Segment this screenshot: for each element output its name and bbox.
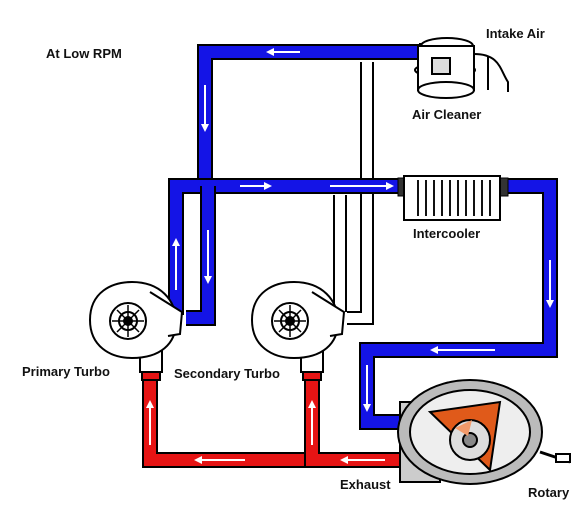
intake-flow-arrows — [172, 48, 554, 412]
secondary-turbo — [250, 280, 346, 381]
rotary-label: Rotary — [528, 485, 570, 500]
exhaust-flow-arrows — [146, 400, 385, 464]
air-cleaner — [414, 37, 509, 99]
exhaust-label: Exhaust — [340, 477, 391, 492]
air-cleaner-label: Air Cleaner — [412, 107, 482, 122]
rotary-engine — [397, 379, 571, 485]
diagram-title: At Low RPM — [46, 46, 122, 61]
secondary-intake-pipe — [333, 62, 374, 325]
intercooler — [397, 175, 509, 221]
secondary-turbo-label: Secondary Turbo — [174, 366, 280, 381]
intercooler-label: Intercooler — [413, 226, 481, 241]
primary-turbo — [88, 280, 184, 381]
primary-turbo-label: Primary Turbo — [22, 364, 110, 379]
intake-air-label: Intake Air — [486, 26, 545, 41]
rotor-triangle-icon — [455, 420, 472, 436]
